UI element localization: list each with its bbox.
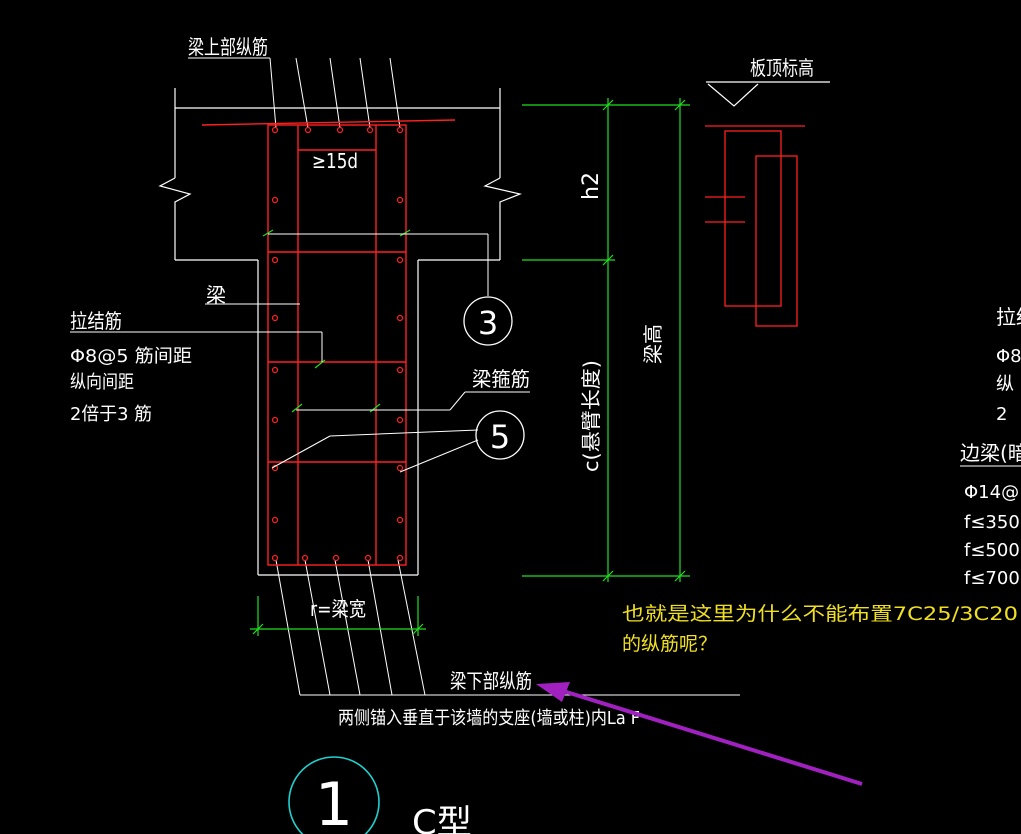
question-line-2: 的纵筋呢？ <box>622 633 717 655</box>
slab-top-level-label: 板顶标高 <box>750 56 814 80</box>
bottom-bars-leaders <box>275 559 740 696</box>
width-label: r=梁宽 <box>310 597 366 621</box>
tie-spec-2: 纵向间距 <box>70 372 134 393</box>
min-15d-label: ≥15d <box>312 149 358 173</box>
right-d14-partial: Φ14@ <box>964 482 1019 503</box>
callout-3-label: 3 <box>478 304 498 342</box>
right-spec-3-partial: 2 <box>996 404 1007 425</box>
right-f700-partial: f≤700 <box>964 568 1020 589</box>
callout-3-circle: 3 <box>463 296 513 346</box>
top-bars-label: 梁上部纵筋 <box>188 35 268 59</box>
beam-height-label: 梁高 <box>641 324 665 364</box>
right-spec-1-partial: Φ8 <box>996 346 1021 367</box>
right-f500-partial: f≤500 <box>964 540 1020 561</box>
edge-beam-partial: 边梁(暗 <box>960 441 1021 465</box>
cantilever-length-label: c(悬臂长度) <box>579 360 603 472</box>
callout-5-label: 5 <box>490 418 510 456</box>
anchor-note: 两侧锚入垂直于该墙的支座(墙或柱)内La F <box>338 708 640 729</box>
tie-spec-3: 2倍于3 筋 <box>70 404 152 425</box>
tie-bar-label: 拉结筋 <box>70 309 122 333</box>
right-tie-partial: 拉结 <box>996 305 1021 329</box>
annotation-arrow <box>536 682 863 786</box>
callout-5-circle: 5 <box>475 410 525 460</box>
stirrup-label: 梁箍筋 <box>472 367 530 391</box>
tie-ticks <box>262 229 411 413</box>
tie-leaders <box>70 233 530 473</box>
question-line-1: 也就是这里为什么不能布置7C25/3C20 <box>622 603 1018 625</box>
bottom-bars-label: 梁下部纵筋 <box>450 669 532 693</box>
right-detail <box>705 125 805 327</box>
callout-1-circle: 1 <box>288 756 380 834</box>
callout-1-label: 1 <box>315 770 353 834</box>
slab-level-symbol <box>706 81 830 107</box>
rebar-dots <box>271 126 404 562</box>
dimension-lines <box>250 98 690 636</box>
right-f350-partial: f≤350 <box>964 512 1020 533</box>
beam-label: 梁 <box>206 283 226 307</box>
top-bars-leaders <box>188 57 401 129</box>
right-spec-2-partial: 纵 <box>996 374 1014 395</box>
type-label: C型 <box>412 803 472 834</box>
rebar-cage <box>201 119 456 566</box>
tie-spec-1: Φ8@5 筋间距 <box>70 346 192 367</box>
h2-label: h2 <box>579 172 604 200</box>
